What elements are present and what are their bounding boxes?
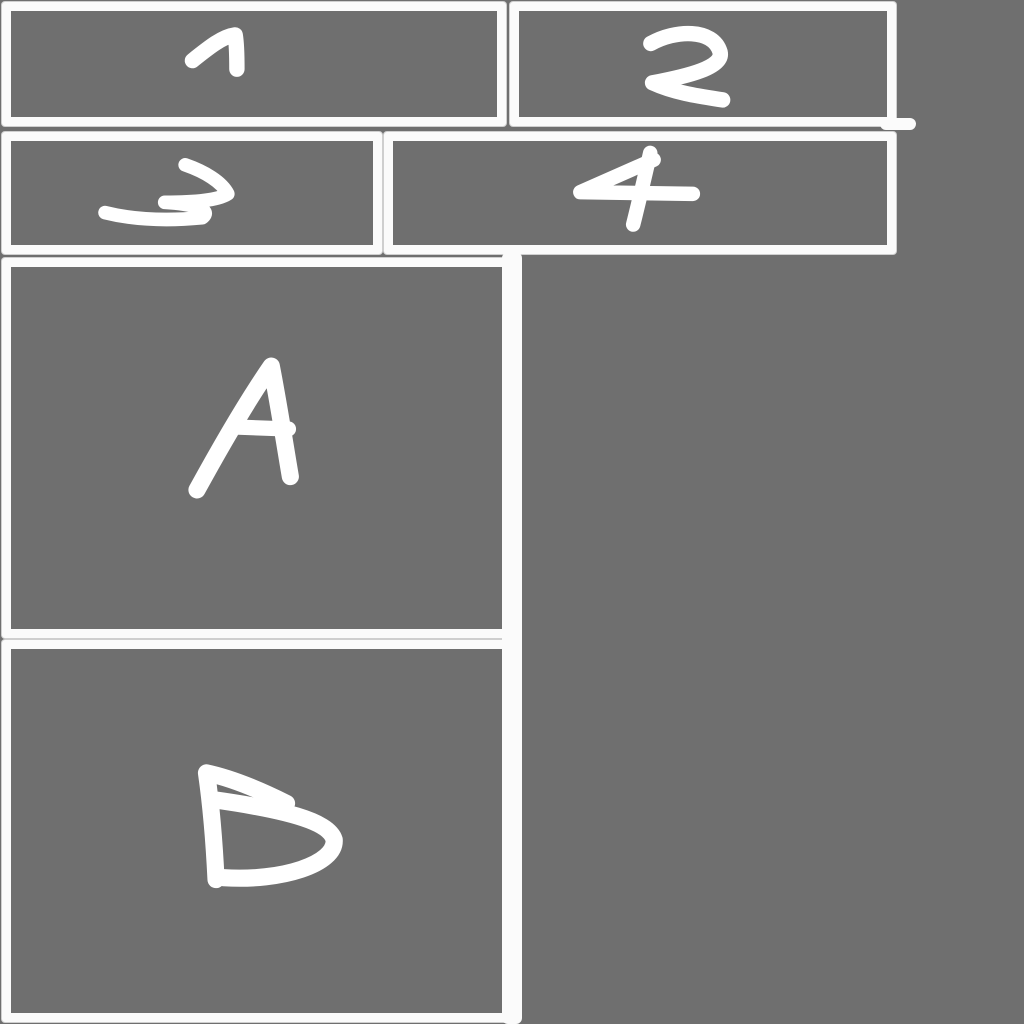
glyph-4 (573, 145, 701, 232)
glyph-b (197, 764, 343, 889)
glyph-3 (98, 158, 235, 227)
divider-stroke (880, 118, 916, 130)
cell-2: 2 (510, 2, 896, 126)
cell-4: 4 (384, 132, 896, 254)
cell-a: A (2, 258, 512, 638)
glyph-2 (643, 25, 731, 108)
divider-stroke (502, 252, 522, 1024)
glyph-1 (184, 27, 245, 77)
cell-1: 1 (2, 2, 506, 126)
cell-3: 3 (2, 132, 382, 254)
cell-b: B (2, 640, 512, 1022)
glyph-a (188, 357, 299, 499)
